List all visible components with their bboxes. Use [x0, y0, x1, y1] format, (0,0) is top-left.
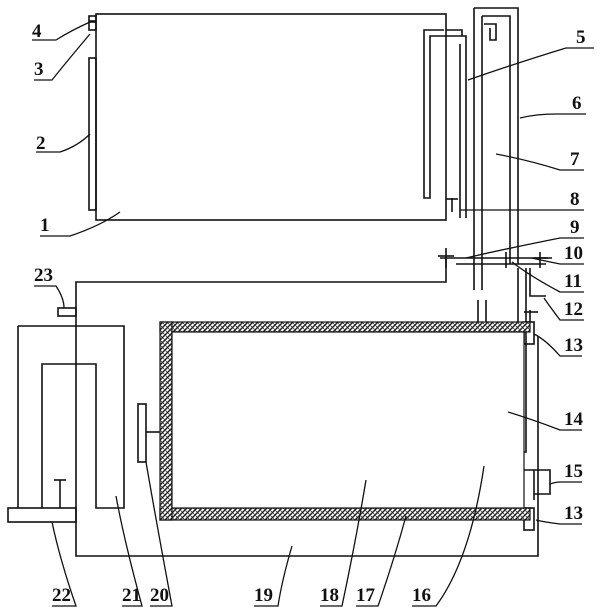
- label-14: 14: [564, 409, 583, 430]
- label-10: 10: [564, 243, 583, 264]
- tank-outlet-stub: [446, 29, 463, 36]
- label-20: 20: [150, 585, 169, 606]
- leader-4: [32, 21, 91, 41]
- label-21: 21: [122, 585, 141, 606]
- label-3: 3: [34, 59, 44, 80]
- label-1: 1: [40, 215, 50, 236]
- leader-23: [34, 285, 65, 309]
- label-18: 18: [320, 585, 339, 606]
- leader-13a: [533, 333, 582, 357]
- label-6: 6: [572, 93, 582, 114]
- label-9: 9: [570, 217, 580, 238]
- label-15: 15: [564, 461, 583, 482]
- label-12: 12: [564, 299, 583, 320]
- leader-14: [507, 411, 582, 431]
- heater-rod-20: [137, 403, 147, 463]
- leader-20: [145, 461, 173, 607]
- riser-cap: [484, 23, 497, 41]
- leader-16: [412, 465, 485, 607]
- label-2: 2: [36, 133, 46, 154]
- base-bar-22: [7, 507, 77, 523]
- label-22: 22: [52, 585, 71, 606]
- top-fitting: [88, 21, 97, 31]
- label-7: 7: [570, 149, 580, 170]
- leader-6: [519, 113, 586, 119]
- top-fitting-upper: [88, 15, 97, 22]
- leader-7: [495, 153, 584, 171]
- leader-18: [320, 479, 367, 607]
- inner-riser-pipe: [482, 15, 511, 264]
- leader-10: [531, 257, 584, 265]
- leader-2: [36, 133, 91, 153]
- level-gauge-tube: [88, 57, 97, 211]
- label-11: 11: [564, 271, 582, 292]
- insulated-vessel: [159, 321, 531, 521]
- upper-tank: [95, 13, 447, 221]
- label-16: 16: [412, 585, 431, 606]
- outlet-23: [57, 307, 77, 317]
- leader-11: [511, 261, 584, 293]
- leader-12: [543, 297, 584, 321]
- elbow-12: [529, 268, 546, 297]
- leader-9: [465, 237, 584, 259]
- label-23: 23: [34, 265, 53, 286]
- left-outer-box: [18, 325, 125, 509]
- label-13b: 13: [564, 503, 583, 524]
- leader-21: [115, 495, 143, 607]
- valve-drop: [75, 258, 539, 557]
- leader-5: [467, 47, 594, 81]
- label-17: 17: [356, 585, 375, 606]
- label-8: 8: [570, 189, 580, 210]
- leader-17: [356, 515, 407, 607]
- leader-15: [549, 481, 582, 485]
- label-5: 5: [576, 27, 586, 48]
- leader-19: [254, 545, 293, 607]
- upper-u-tube: [423, 29, 467, 218]
- label-4: 4: [32, 21, 42, 42]
- label-13a: 13: [564, 335, 583, 356]
- leader-13b: [535, 519, 582, 525]
- label-19: 19: [254, 585, 273, 606]
- outer-riser-pipe: [474, 7, 519, 264]
- leader-1: [40, 211, 121, 237]
- leader-3: [34, 33, 91, 81]
- leader-22: [51, 521, 77, 607]
